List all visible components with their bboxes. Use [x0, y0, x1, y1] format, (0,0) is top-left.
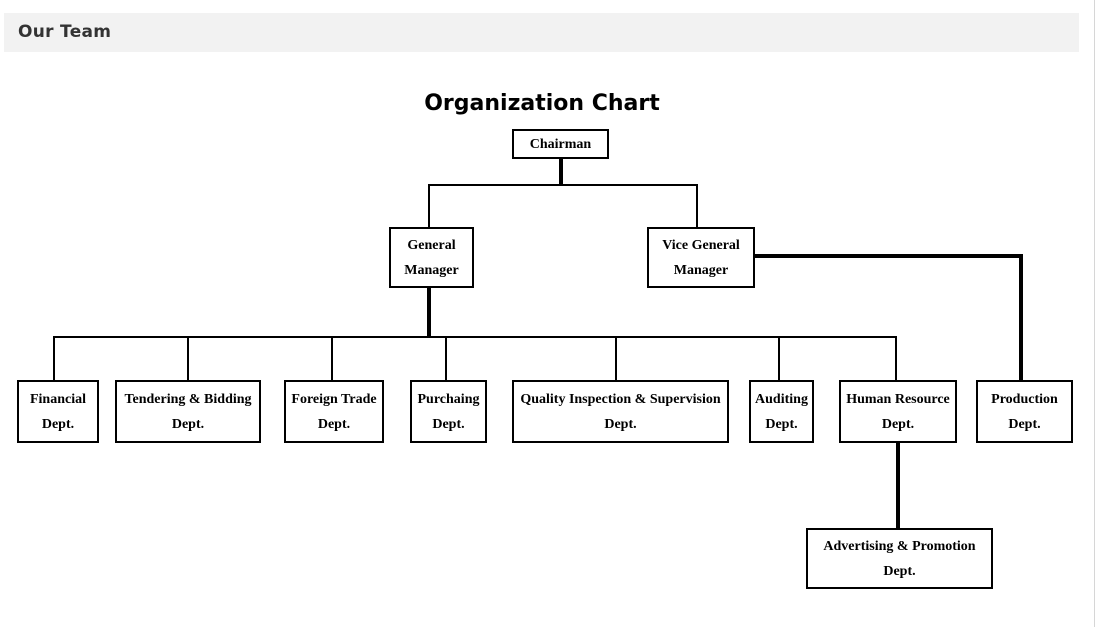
node-general-manager: General Manager	[389, 227, 474, 288]
node-label: Tendering & Bidding	[124, 391, 252, 407]
node-foreign-trade-dept: Foreign Trade Dept.	[284, 380, 384, 443]
node-label: Dept.	[604, 416, 637, 432]
node-purchasing-dept: Purchaing Dept.	[410, 380, 487, 443]
node-vice-general-manager: Vice General Manager	[647, 227, 755, 288]
node-label: Dept.	[1008, 416, 1041, 432]
node-auditing-dept: Auditing Dept.	[749, 380, 814, 443]
node-label: Dept.	[171, 416, 205, 432]
node-label: General	[407, 237, 456, 253]
page-divider	[1094, 0, 1095, 627]
chart-title: Organization Chart	[424, 91, 660, 116]
node-label: Foreign Trade	[291, 391, 377, 407]
node-financial-dept: Financial Dept.	[17, 380, 99, 443]
node-label: Dept.	[317, 416, 351, 432]
node-human-resource-dept: Human Resource Dept.	[839, 380, 957, 443]
section-header: Our Team	[4, 13, 1079, 52]
node-label: Auditing	[755, 391, 808, 407]
node-label: Vice General	[662, 237, 740, 253]
node-chairman: Chairman	[512, 129, 609, 159]
node-label: Dept.	[432, 416, 465, 432]
node-label: Chairman	[529, 136, 592, 152]
node-label: Production	[991, 391, 1058, 407]
node-label: Manager	[673, 262, 729, 278]
node-production-dept: Production Dept.	[976, 380, 1073, 443]
node-label: Manager	[404, 262, 459, 278]
node-label: Dept.	[765, 416, 798, 432]
node-tendering-bidding-dept: Tendering & Bidding Dept.	[115, 380, 261, 443]
node-label: Purchaing	[417, 391, 480, 407]
node-label: Dept.	[41, 416, 75, 432]
node-label: Financial	[29, 391, 86, 407]
node-label: Quality Inspection & Supervision	[520, 391, 721, 407]
section-title: Our Team	[18, 22, 112, 42]
node-label: Advertising & Promotion	[823, 538, 976, 554]
node-quality-inspection-dept: Quality Inspection & Supervision Dept.	[512, 380, 729, 443]
node-label: Dept.	[881, 416, 915, 432]
node-label: Dept.	[883, 563, 916, 579]
node-advertising-promotion-dept: Advertising & Promotion Dept.	[806, 528, 993, 589]
connector-to-production	[753, 254, 1023, 381]
node-label: Human Resource	[846, 391, 950, 407]
